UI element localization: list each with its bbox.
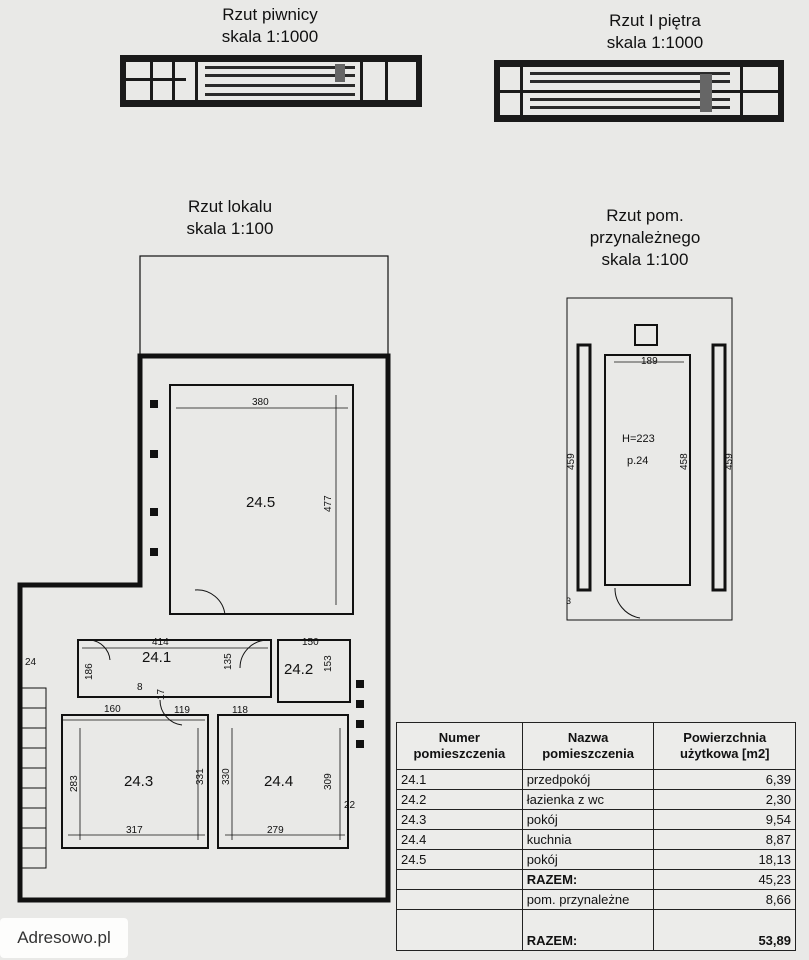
unit-title: Rzut lokalu [187, 197, 273, 216]
table-row: 24.2 łazienka z wc 2,30 [396, 789, 796, 810]
aux-width-dim: 189 [641, 356, 658, 367]
dim-380: 380 [252, 397, 269, 408]
aux-scale: skala 1:100 [601, 250, 689, 269]
header-area: Powierzchnia użytkowa [m2] [653, 722, 796, 770]
dim-8: 8 [137, 682, 143, 693]
room-24-2-label: 24.2 [284, 661, 313, 678]
dimension-labels: 380 477 414 135 150 153 186 8 17 160 119… [69, 397, 356, 836]
aux-title-line2: przynależnego [589, 228, 701, 247]
aux-title-line1: Rzut pom. [606, 206, 684, 225]
dim-279: 279 [267, 825, 284, 836]
room-24-3-label: 24.3 [124, 773, 153, 790]
dim-317: 317 [126, 825, 143, 836]
room-24-4-label: 24.4 [264, 773, 293, 790]
floor1-scale: skala 1:1000 [606, 33, 704, 52]
total-row: RAZEM: 53,89 [396, 909, 796, 951]
unit-floor-plan [17, 255, 391, 903]
floor1-plan-header: Rzut I piętra skala 1:1000 [565, 10, 745, 54]
room-24-1-label: 24.1 [142, 649, 171, 666]
aux-row: pom. przynależne 8,66 [396, 889, 796, 910]
aux-dim-right: 459 [724, 453, 735, 470]
dim-283: 283 [69, 775, 80, 792]
dim-153: 153 [323, 655, 334, 672]
subtotal-row: RAZEM: 45,23 [396, 869, 796, 890]
aux-room-labels: 189 H=223 p.24 459 458 459 3 [566, 356, 735, 606]
dim-186: 186 [84, 663, 95, 680]
dim-22: 22 [344, 800, 356, 811]
unit-plan-header: Rzut lokalu skala 1:100 [150, 196, 310, 240]
floor1-mini-plan [494, 60, 784, 122]
header-name: Nazwa pomieszczenia [521, 722, 655, 770]
dim-331: 331 [195, 768, 206, 785]
dim-160: 160 [104, 704, 121, 715]
basement-plan-header: Rzut piwnicy skala 1:1000 [180, 4, 360, 48]
table-row: 24.4 kuchnia 8,87 [396, 829, 796, 850]
room-24-5-label: 24.5 [246, 494, 275, 511]
basement-scale: skala 1:1000 [221, 27, 319, 46]
room-24-label: 24 [25, 657, 37, 668]
room-labels: 24.5 24.1 24.2 24.3 24.4 24 [25, 494, 313, 790]
watermark-logo: Adresowo.pl [0, 918, 128, 958]
table-row: 24.3 pokój 9,54 [396, 809, 796, 830]
header-number: Numer pomieszczenia [396, 722, 523, 770]
dim-135: 135 [223, 653, 234, 670]
dim-477: 477 [323, 495, 334, 512]
aux-room-plan [566, 297, 733, 621]
aux-height-label: H=223 [622, 433, 655, 445]
floor1-title: Rzut I piętra [609, 11, 701, 30]
area-table: Numer pomieszczenia Nazwa pomieszczenia … [396, 722, 796, 951]
dim-119: 119 [174, 705, 190, 716]
dim-414: 414 [152, 637, 169, 648]
aux-dim-left: 459 [566, 453, 577, 470]
table-row: 24.5 pokój 18,13 [396, 849, 796, 870]
area-table-header: Numer pomieszczenia Nazwa pomieszczenia … [396, 722, 796, 770]
dim-17: 17 [156, 688, 167, 700]
unit-scale: skala 1:100 [186, 219, 274, 238]
dim-118: 118 [232, 705, 248, 716]
dim-150: 150 [302, 637, 319, 648]
dim-330: 330 [221, 768, 232, 785]
table-row: 24.1 przedpokój 6,39 [396, 769, 796, 790]
aux-dim-inner: 458 [679, 453, 690, 470]
basement-title: Rzut piwnicy [222, 5, 318, 24]
dim-309: 309 [323, 773, 334, 790]
basement-mini-plan [120, 55, 422, 107]
aux-small-mark: 3 [566, 596, 571, 606]
aux-plan-header: Rzut pom. przynależnego skala 1:100 [555, 205, 735, 271]
aux-room-label: p.24 [627, 455, 648, 467]
